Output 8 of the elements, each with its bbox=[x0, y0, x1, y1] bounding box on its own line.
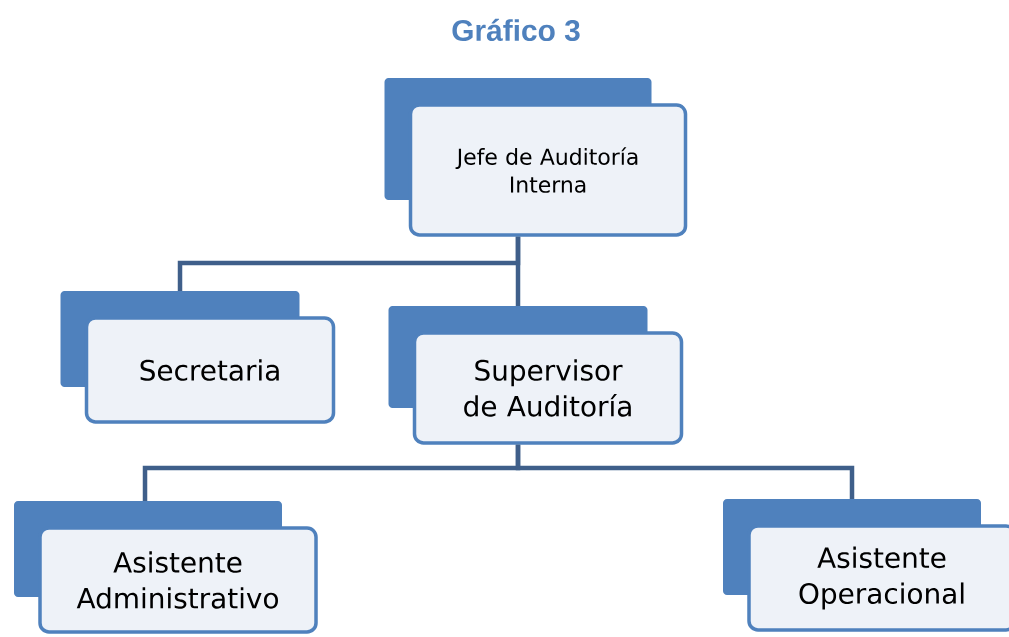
org-box: Supervisor de Auditoría bbox=[388, 306, 684, 445]
connector-line bbox=[515, 444, 855, 499]
connector-line bbox=[515, 236, 521, 306]
org-box: Jefe de Auditoría Interna bbox=[384, 78, 688, 237]
org-box: Asistente Administrativo bbox=[14, 501, 318, 634]
org-box: Secretaria bbox=[60, 291, 336, 424]
title: Gráfico 3 bbox=[452, 18, 580, 42]
org-box: Asistente Operacional bbox=[723, 499, 1009, 632]
